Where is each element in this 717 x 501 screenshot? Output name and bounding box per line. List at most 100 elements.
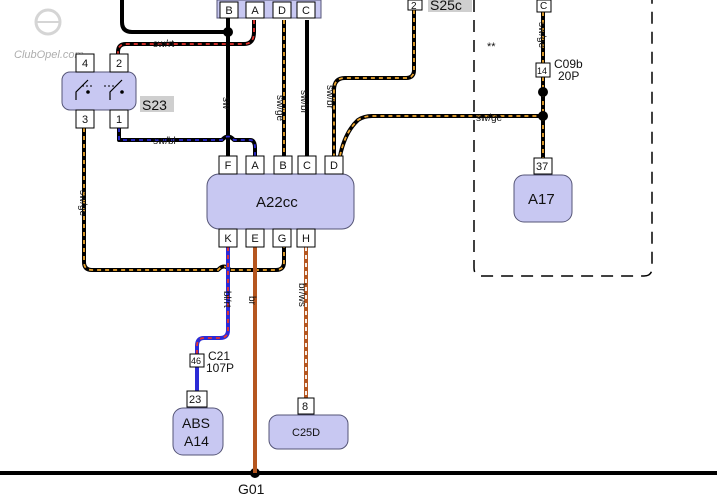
top-pin-c-label: C: [302, 5, 310, 17]
s23-top-pin-4: [75, 53, 95, 73]
s25c-label: S25c: [430, 0, 462, 13]
s23-bottom-pin-3: [75, 109, 95, 129]
wire-sw-br-s25c-stripe: [333, 10, 415, 156]
wire-label-sw-br-d: sw/br: [324, 85, 335, 110]
abs-module: [172, 407, 224, 456]
s25c-pin-label: 2: [411, 1, 417, 12]
abs-pin-label: 23: [189, 394, 201, 406]
a22cc-top-pin-f: [218, 155, 238, 175]
s23-switch: S23: [61, 71, 174, 113]
ground-label: G01: [238, 481, 265, 497]
c25d-module: [268, 414, 349, 450]
top-pin-b-label: B: [225, 5, 232, 17]
s25c-pin: [407, 0, 423, 11]
optional-region: [473, 0, 653, 277]
a22cc-bottom-pin-k: [218, 228, 238, 248]
abs-label-line1: ABS: [182, 415, 210, 431]
a22cc-top-pin-d: [324, 155, 344, 175]
s23-top-pin-4-label: 4: [82, 58, 88, 70]
a22cc-top-pin-b-label: B: [279, 160, 286, 172]
wire-label-br-ws: br/ws: [296, 283, 307, 307]
a22cc-top-pin-a: [245, 155, 265, 175]
a22cc-bottom-pin-g-label: G: [278, 233, 287, 245]
s25c-label-bg: [428, 0, 472, 12]
a22cc-top-pin-a-label: A: [251, 160, 259, 172]
c25d-pin: [297, 397, 315, 415]
watermark: ClubOpel.com: [14, 8, 84, 61]
wires-group: [82, 0, 545, 473]
a22cc-bottom-pin-e: [245, 228, 265, 248]
wire-label-sw-ge-c09b: sw/ge: [536, 22, 547, 49]
s23-bottom-pin-1: [109, 109, 129, 129]
c25d-label: C25D: [292, 427, 320, 439]
top-pin-d: [272, 1, 292, 19]
a22cc-bottom-pin-h: [296, 228, 316, 248]
c21-pin: [189, 353, 205, 368]
wire-label-sw-ge-horizontal: sw/ge: [476, 113, 503, 124]
s23-bottom-pin-1-label: 1: [116, 114, 122, 126]
a22cc-bottom-pin-h-label: H: [302, 233, 310, 245]
a22cc-bottom-pin-g: [272, 228, 292, 248]
s23-pins: 4 2 3 1: [75, 53, 129, 129]
c-pin-label: C: [540, 1, 547, 12]
c09b-junction: [538, 87, 548, 97]
s23-bottom-pin-3-label: 3: [82, 114, 88, 126]
wire-label-sw-ge-s23: sw/ge: [77, 190, 88, 217]
wire-sw-loop: [120, 0, 230, 34]
wire-label-br: br: [246, 296, 257, 306]
a22cc-top-pin-c: [297, 155, 317, 175]
top-connector-body: [216, 0, 322, 19]
c09b-pin-label: 14: [537, 66, 547, 76]
wire-sw-ge-s23-stripe: [83, 128, 285, 271]
top-pin-a-label: A: [251, 5, 259, 17]
c09b-pins: 20P: [558, 69, 579, 83]
wire-label-sw-ge-b: sw/ge: [274, 95, 285, 122]
wire-sw-ge-horizontal-stripe: [339, 115, 543, 157]
s23-label-bg: [140, 96, 174, 112]
c21-pin-label: 46: [191, 356, 201, 366]
top-pin-c: [296, 1, 316, 19]
wire-sw-bl: [117, 128, 257, 156]
wire-label-sw-br-c: sw/br: [298, 90, 309, 115]
junction-dot: [223, 27, 233, 37]
a22cc-bottom-pin-e-label: E: [251, 233, 258, 245]
a22cc-top-pin-b: [273, 155, 293, 175]
region-note: **: [487, 41, 496, 53]
a17-pin: [533, 157, 553, 175]
swge-junction: [538, 111, 548, 121]
c09b-name: C09b: [554, 57, 583, 71]
c21-pins: 107P: [206, 361, 234, 375]
wire-label-sw: sw: [220, 97, 231, 110]
wire-label-bl-rt: bl/rt: [221, 291, 232, 308]
wire-label-sw-bl: sw/bl: [153, 136, 176, 147]
c-pin: [536, 0, 552, 13]
wire-labels: sw/rt sw/bl sw/ge sw sw/ge sw/br sw/br s…: [77, 22, 547, 308]
wire-label-sw-rt: sw/rt: [153, 39, 174, 50]
a22cc-top-pin-f-label: F: [225, 160, 232, 172]
top-pin-d-label: D: [278, 5, 286, 17]
watermark-text: ClubOpel.com: [14, 49, 84, 61]
s23-label: S23: [142, 97, 167, 113]
top-connector: [216, 0, 322, 19]
c25d-pin-label: 8: [302, 401, 308, 413]
c09b-pin: [535, 62, 551, 78]
s23-top-pin-2-label: 2: [116, 58, 122, 70]
wire-sw-rt: [116, 20, 256, 72]
a22cc-label: A22cc: [256, 194, 298, 211]
c21-name: C21: [208, 349, 230, 363]
wire-sw-ge-horizontal: [338, 114, 543, 157]
abs-label-line2: A14: [184, 433, 209, 449]
top-pin-b: [219, 1, 239, 19]
top-pin-a: [245, 1, 265, 19]
abs-pin: [186, 390, 208, 408]
wire-sw-rt-stripe: [117, 20, 255, 72]
wire-sw-bl-stripe: [118, 128, 256, 156]
s23-body: [61, 71, 137, 111]
a22cc-bottom-pin-k-label: K: [224, 233, 232, 245]
a17-label: A17: [528, 191, 555, 208]
a22cc-top-pin-d-label: D: [330, 160, 338, 172]
a17-pin-label: 37: [536, 161, 548, 173]
